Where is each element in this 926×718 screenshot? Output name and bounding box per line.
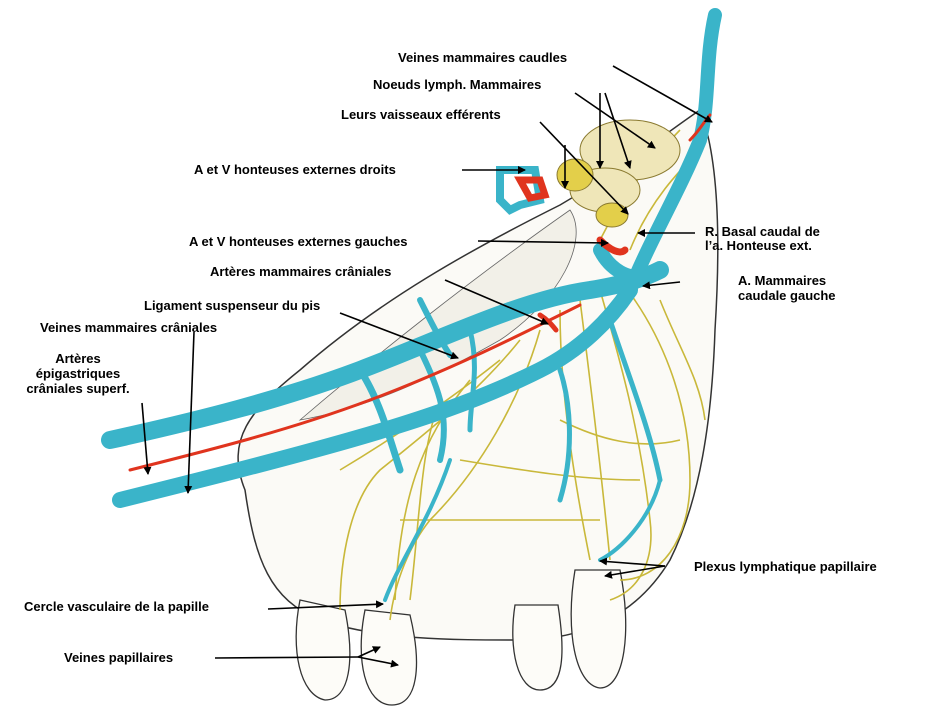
label-veines-mammaires-caudles: Veines mammaires caudles bbox=[398, 50, 567, 65]
teat-left-front bbox=[296, 600, 350, 700]
label-arteres-mammaires-craniales: Artères mammaires crâniales bbox=[210, 264, 391, 279]
teat-right-front bbox=[513, 605, 562, 690]
label-plexus-lymphatique-papillaire: Plexus lymphatique papillaire bbox=[694, 559, 877, 574]
label-veines-papillaires: Veines papillaires bbox=[64, 650, 173, 665]
label-veines-mammaires-craniales: Veines mammaires crâniales bbox=[40, 320, 217, 335]
leader-veines-caudles bbox=[613, 66, 712, 122]
label-leurs-vaisseaux-efferents: Leurs vaisseaux efférents bbox=[341, 107, 501, 122]
udder-body bbox=[238, 110, 718, 640]
label-r-basal-caudal-line2: l’a. Honteuse ext. bbox=[705, 238, 812, 253]
label-a-mammaires-line2: caudale gauche bbox=[738, 288, 836, 303]
teat-left-rear bbox=[361, 610, 416, 705]
label-r-basal-caudal-line1: R. Basal caudal de bbox=[705, 224, 820, 239]
teat-right-rear bbox=[571, 570, 626, 688]
label-a-mammaires-line1: A. Mammaires bbox=[738, 273, 826, 288]
label-av-honteuses-externes-droits: A et V honteuses externes droits bbox=[194, 162, 396, 177]
label-cercle-vasculaire: Cercle vasculaire de la papille bbox=[24, 599, 209, 614]
label-noeuds-lymph-mammaires: Noeuds lymph. Mammaires bbox=[373, 77, 541, 92]
label-arteres-epigastriques-line3: crâniales superf. bbox=[8, 381, 148, 396]
label-av-honteuses-externes-gauches: A et V honteuses externes gauches bbox=[189, 234, 407, 249]
label-arteres-epigastriques-line2: épigastriques bbox=[18, 366, 138, 381]
label-arteres-epigastriques-line1: Artères bbox=[28, 351, 128, 366]
label-ligament-suspenseur: Ligament suspenseur du pis bbox=[144, 298, 320, 313]
leader-veines-papillaires bbox=[215, 657, 358, 658]
